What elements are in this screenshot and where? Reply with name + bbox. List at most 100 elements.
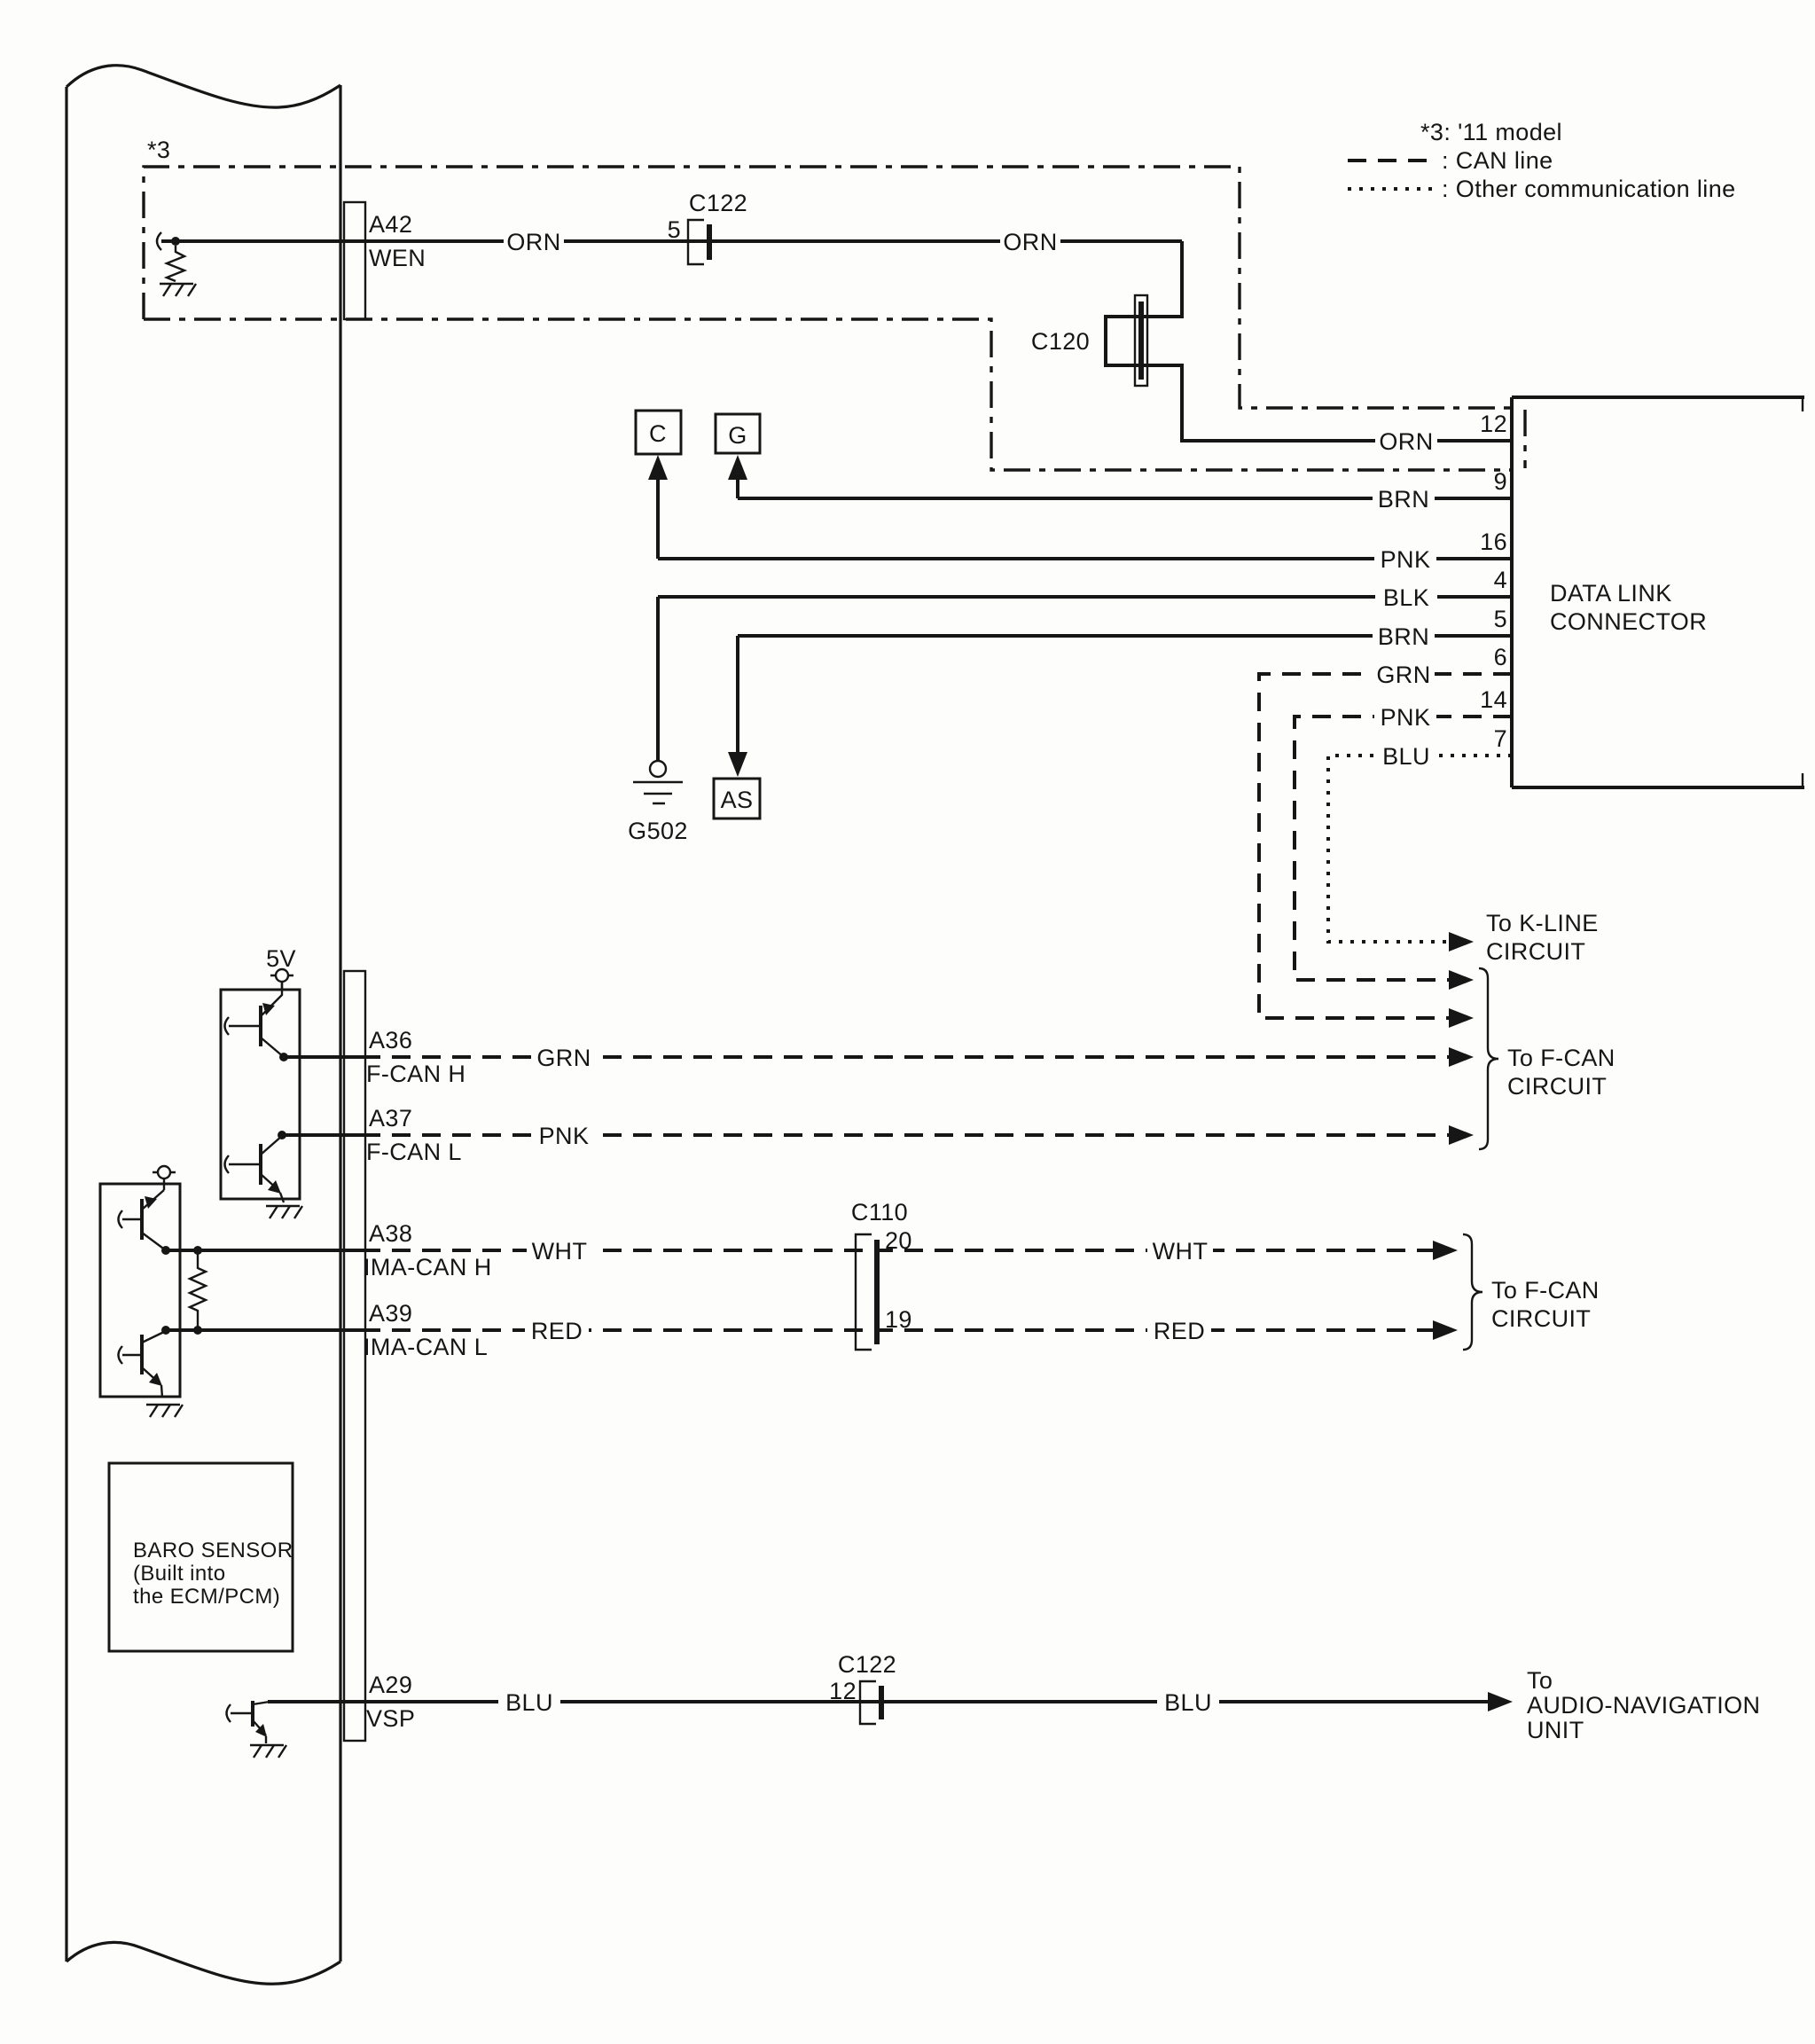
pin-a37-id: A37 (369, 1105, 412, 1132)
connector-c120 (1133, 294, 1149, 388)
transistor-icon (225, 1700, 270, 1743)
supply-node (153, 1164, 176, 1190)
fcan-driver-box (219, 967, 304, 1219)
wire-label: WHT (532, 1238, 588, 1265)
transistor-icon (223, 1135, 286, 1203)
dlc-color: PNK (1381, 546, 1431, 573)
baro-sensor-box (107, 1461, 294, 1653)
dlc-color: BLU (1382, 743, 1430, 770)
resistor (163, 246, 188, 283)
dlc-color: BRN (1378, 486, 1429, 513)
transistor-icon (117, 1189, 167, 1251)
a29-vsp-circuit (225, 1680, 1513, 1758)
g502-ground-icon (633, 759, 683, 805)
dlc-blu7-wire (1326, 754, 1512, 944)
dlc-title-line1: DATA LINK (1550, 580, 1672, 607)
pin-a38-name: IMA-CAN H (364, 1254, 492, 1280)
data-link-connector (1510, 395, 1804, 789)
connector-box-c (634, 409, 683, 456)
pin-a42-id: A42 (369, 211, 412, 238)
dest-audio-line1: To (1527, 1667, 1553, 1694)
box-as-letters: AS (721, 787, 754, 813)
c110-label: C110 (851, 1199, 908, 1226)
dest-kline-line2: CIRCUIT (1486, 938, 1585, 965)
c110-pin-top: 20 (885, 1227, 912, 1254)
arrow-right-icon (1433, 1320, 1458, 1340)
fcan-brace-1 (1478, 967, 1499, 1151)
imacan-driver-box (98, 1164, 208, 1418)
legend-other-label: : Other communication line (1442, 176, 1736, 202)
arrow-right-icon (1488, 1692, 1513, 1711)
legend-can-label: : CAN line (1442, 147, 1553, 174)
baro-line1: BARO SENSOR (133, 1539, 293, 1562)
dest-audio-line3: UNIT (1527, 1717, 1584, 1743)
arrow-right-icon (1449, 1047, 1474, 1067)
baro-line2: (Built into (133, 1562, 225, 1586)
wire-color-labels: ORN ORN GRN PNK WHT WHT RED RED BLU BLU (505, 229, 1211, 1716)
connector-box-g (714, 412, 762, 455)
a39-imacanl-wire (161, 1320, 1458, 1340)
dest-fcan2-line2: CIRCUIT (1491, 1305, 1591, 1332)
dlc-blk4-ground-wire (633, 595, 1512, 805)
wire-label: ORN (506, 229, 560, 255)
pin-a36-name: F-CAN H (366, 1061, 465, 1087)
dest-kline-line1: To K-LINE (1486, 910, 1599, 936)
ground-icon (266, 1204, 304, 1219)
arrow-right-icon (1433, 1241, 1458, 1260)
dlc-pin-num: 4 (1494, 567, 1507, 593)
transistor-icon (223, 982, 285, 1058)
wire-label: RED (1154, 1318, 1205, 1344)
dlc-color: GRN (1376, 662, 1430, 688)
arrow-right-icon (1449, 970, 1474, 990)
a42-wen-circuit (155, 231, 1512, 442)
g502-label: G502 (628, 818, 688, 844)
dlc-pin-num: 5 (1494, 606, 1507, 632)
resistor (187, 1250, 208, 1330)
dest-fcan1-line2: CIRCUIT (1507, 1073, 1607, 1100)
ground-icon (250, 1743, 288, 1758)
c122-bottom-pin: 12 (829, 1678, 857, 1704)
ground-icon (160, 282, 198, 297)
arrow-right-icon (1449, 1008, 1474, 1028)
box-g-letter: G (728, 422, 747, 449)
legend-model-note: *3: '11 model (1420, 119, 1562, 145)
pin-a36-id: A36 (369, 1027, 412, 1053)
pin-a29-name: VSP (366, 1705, 415, 1732)
wire-label: GRN (536, 1045, 591, 1071)
dlc-pin-num: 7 (1494, 725, 1507, 752)
arrow-right-icon (1449, 1125, 1474, 1145)
wire-label: ORN (1003, 229, 1057, 255)
fcan-brace-2 (1462, 1233, 1483, 1351)
pin-a39-name: IMA-CAN L (364, 1334, 488, 1360)
transistor-icon (117, 1329, 167, 1398)
terminal-bracket-a42 (342, 200, 367, 321)
connector-box-as (712, 777, 762, 820)
c120-label: C120 (1031, 328, 1090, 355)
dest-fcan2-line1: To F-CAN (1491, 1277, 1600, 1304)
wire-label: WHT (1153, 1238, 1209, 1265)
connector-c110 (854, 1233, 880, 1351)
pin-a37-name: F-CAN L (366, 1139, 462, 1165)
wire-label: BLU (505, 1689, 553, 1716)
dlc-color: PNK (1381, 704, 1431, 731)
dlc-title-line2: CONNECTOR (1550, 608, 1707, 635)
5v-label: 5V (266, 945, 296, 972)
dlc-pin-num: 6 (1494, 644, 1507, 670)
connector-c122-bottom (858, 1680, 884, 1726)
dlc-color: BLK (1383, 584, 1429, 611)
arrow-up-icon (728, 455, 747, 480)
c110-pin-bottom: 19 (885, 1306, 912, 1333)
pin-a38-id: A38 (369, 1220, 412, 1247)
dest-fcan1-line1: To F-CAN (1507, 1045, 1616, 1071)
dlc-pin-labels: ORN BRN PNK BLK BRN GRN PNK BLU 12 9 16 … (1376, 411, 1507, 770)
legend (1348, 159, 1435, 191)
dlc-pin-num: 9 (1494, 468, 1507, 495)
c122-top-pin: 5 (668, 216, 681, 243)
a38-imacanh-wire (161, 1241, 1458, 1260)
wire-break-mark (155, 231, 162, 251)
ecm-pin-labels: A42 WEN A36 F-CAN H A37 F-CAN L A38 IMA-… (364, 211, 492, 1732)
pin-a29-id: A29 (369, 1672, 412, 1698)
ecm-pcm-body (65, 64, 367, 1985)
